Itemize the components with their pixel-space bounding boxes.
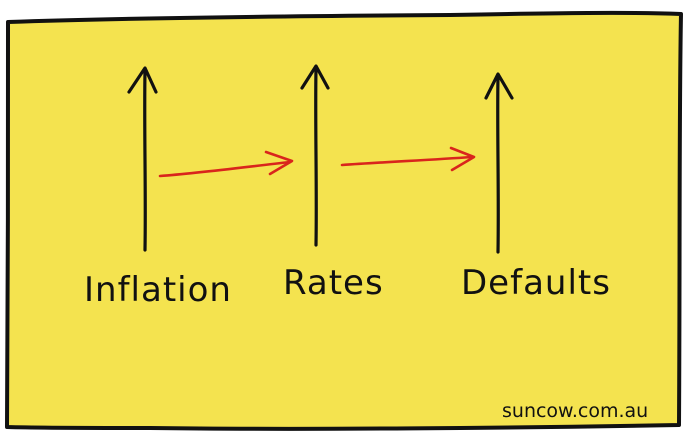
up-arrow-rates [300, 64, 330, 247]
sketch-border [5, 10, 683, 431]
up-arrow-defaults [484, 72, 514, 254]
link-arrow-inflation-to-rates [158, 150, 294, 178]
credit-text: suncow.com.au [502, 400, 648, 422]
node-label-rates: Rates [283, 263, 384, 303]
node-label-inflation: Inflation [84, 270, 232, 310]
link-arrow-rates-to-defaults [340, 146, 476, 172]
up-arrow-inflation [127, 66, 158, 252]
node-label-defaults: Defaults [461, 263, 611, 303]
